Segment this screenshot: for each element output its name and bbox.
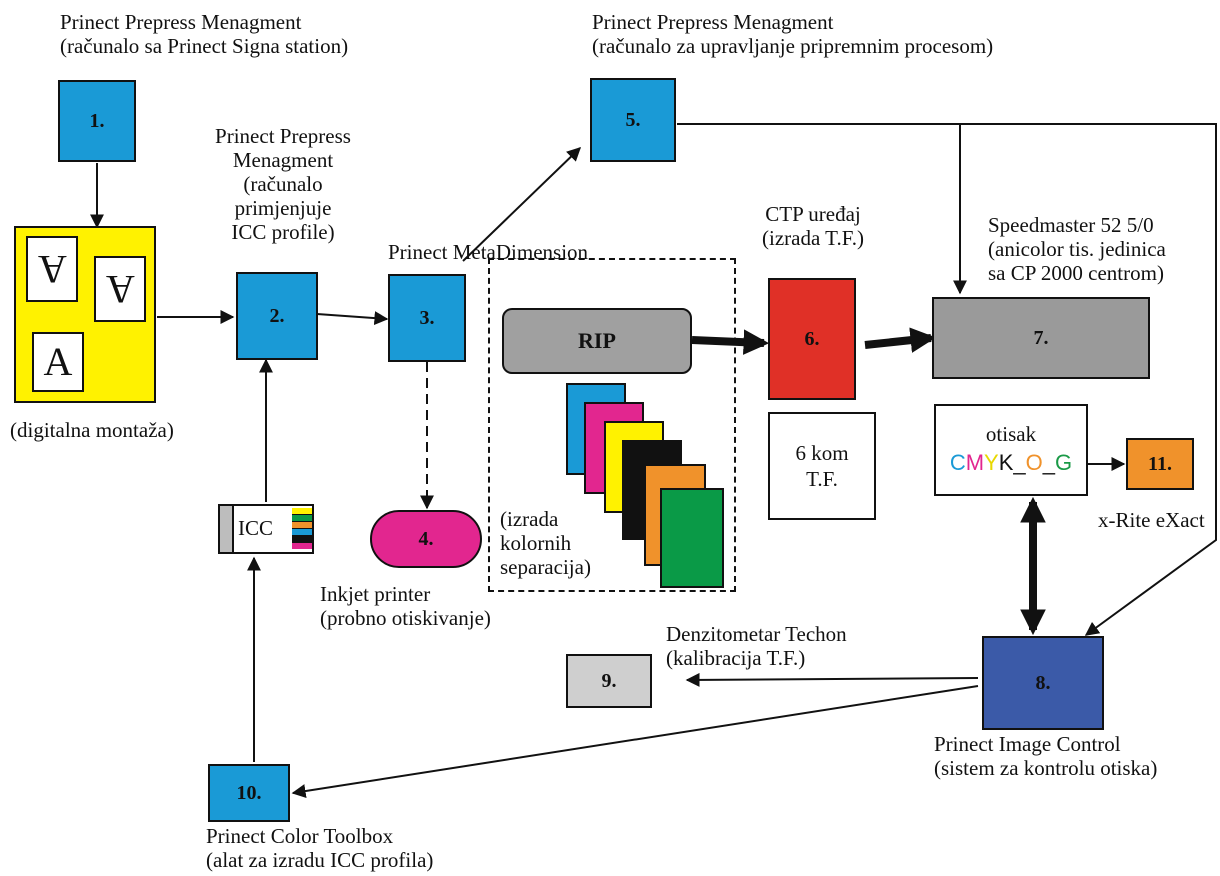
label-line: sa CP 2000 centrom) bbox=[988, 261, 1164, 285]
arrow-8-to-9 bbox=[685, 672, 979, 687]
label-line: Prinect Prepress Menagment bbox=[60, 10, 302, 34]
bar-green bbox=[292, 515, 312, 522]
rip-group-frame bbox=[488, 258, 736, 592]
node-7: 7. bbox=[932, 297, 1150, 379]
page-glyph: A bbox=[43, 339, 73, 384]
label-line: Denzitometar Techon bbox=[666, 622, 847, 646]
node-11: 11. bbox=[1126, 438, 1194, 490]
label-speedmaster: Speedmaster 52 5/0 (anicolor tis. jedini… bbox=[988, 213, 1166, 285]
label-line: (probno otiskivanje) bbox=[320, 606, 491, 630]
label-prepress-signa: Prinect Prepress Menagment (računalo sa … bbox=[60, 10, 348, 58]
bar-black bbox=[292, 536, 312, 543]
label-line: separacija) bbox=[500, 555, 591, 579]
cmyk-letter: C bbox=[949, 450, 966, 475]
page-flipped: A bbox=[94, 256, 146, 322]
label-prepress-management: Prinect Prepress Menagment (računalo za … bbox=[592, 10, 993, 58]
icc-label: ICC bbox=[238, 516, 274, 540]
label-line: (anicolor tis. jedinica bbox=[988, 237, 1166, 261]
label-densitometer: Denzitometar Techon (kalibracija T.F.) bbox=[666, 622, 847, 670]
cmyk-letter: _ bbox=[1013, 450, 1026, 475]
arrow-2-to-3 bbox=[316, 311, 389, 326]
cmyk-letter: M bbox=[965, 450, 985, 475]
cmyk-letter: _ bbox=[1042, 450, 1056, 475]
label-line: Menagment bbox=[232, 148, 334, 172]
label-line: (izrada T.F.) bbox=[762, 226, 864, 250]
label-line: CTP uređaj bbox=[765, 202, 861, 226]
label-line: primjenjuje bbox=[234, 196, 332, 220]
node-9: 9. bbox=[566, 654, 652, 708]
cmyk-letter: Y bbox=[984, 450, 999, 475]
cmyk-letter: K bbox=[998, 450, 1014, 475]
digital-montage-board: A A A bbox=[14, 226, 156, 403]
cmyk-letter: O bbox=[1025, 450, 1043, 475]
label-line: (sistem za kontrolu otiska) bbox=[934, 756, 1158, 780]
icc-color-bars bbox=[292, 508, 312, 549]
print-sample-title: otisak bbox=[985, 422, 1037, 446]
label-inkjet: Inkjet printer (probno otiskivanje) bbox=[320, 582, 491, 630]
node-6: 6. bbox=[768, 278, 856, 400]
node-4: 4. bbox=[370, 510, 482, 568]
thick-arrow-6-to-7 bbox=[864, 327, 937, 353]
arrow-5-to-8 bbox=[677, 123, 1217, 636]
label-digital-montage: (digitalna montaža) bbox=[10, 418, 174, 442]
page-glyph: A bbox=[105, 267, 135, 312]
label-line: Inkjet printer bbox=[320, 582, 431, 606]
label-line: (izrada bbox=[500, 507, 559, 531]
label-color-toolbox: Prinect Color Toolbox (alat za izradu IC… bbox=[206, 824, 433, 872]
bar-orange bbox=[292, 522, 312, 529]
page-glyph: A bbox=[37, 247, 67, 292]
label-xrite: x-Rite eXact bbox=[1098, 508, 1205, 532]
label-line: (računalo bbox=[243, 172, 323, 196]
bar-blue bbox=[292, 529, 312, 536]
node-2: 2. bbox=[236, 272, 318, 360]
label-image-control: Prinect Image Control (sistem za kontrol… bbox=[934, 732, 1157, 780]
label-line: ICC profile) bbox=[231, 220, 335, 244]
plates-unit: T.F. bbox=[806, 467, 838, 491]
arrow-3-to-5 bbox=[462, 147, 582, 262]
plates-count: 6 kom bbox=[795, 441, 849, 465]
node-8: 8. bbox=[982, 636, 1104, 730]
label-ctp: CTP uređaj (izrada T.F.) bbox=[748, 202, 878, 250]
label-line: Prinect Prepress bbox=[215, 124, 351, 148]
icc-card-stripe bbox=[220, 506, 234, 552]
label-line: (računalo sa Prinect Signa station) bbox=[60, 34, 349, 58]
label-line: Prinect Prepress Menagment bbox=[592, 10, 834, 34]
bar-yellow bbox=[292, 508, 312, 515]
label-line: (računalo za upravljanje pripremnim proc… bbox=[592, 34, 994, 58]
node-10: 10. bbox=[208, 764, 290, 822]
cmyk-control-strip: CMYK_O_G bbox=[936, 450, 1086, 476]
page-upright: A bbox=[32, 332, 84, 392]
label-line: Prinect Color Toolbox bbox=[206, 824, 394, 848]
thick-arrow-rip-to-6 bbox=[691, 329, 770, 355]
label-line: (kalibracija T.F.) bbox=[666, 646, 806, 670]
separation-green bbox=[660, 488, 724, 588]
node-3: 3. bbox=[388, 274, 466, 362]
page-flipped: A bbox=[26, 236, 78, 302]
label-line: Prinect Image Control bbox=[934, 732, 1121, 756]
print-sample-box: otisak CMYK_O_G bbox=[934, 404, 1088, 496]
node-5: 5. bbox=[590, 78, 676, 162]
node-1: 1. bbox=[58, 80, 136, 162]
rip-box: RIP bbox=[502, 308, 692, 374]
label-separations: (izrada kolornih separacija) bbox=[500, 507, 591, 579]
label-line: Speedmaster 52 5/0 bbox=[988, 213, 1154, 237]
label-prepress-icc: Prinect Prepress Menagment (računalo pri… bbox=[190, 124, 376, 244]
bar-magenta bbox=[292, 543, 312, 549]
icc-profile-card: ICC bbox=[218, 504, 314, 554]
label-line: kolornih bbox=[500, 531, 572, 555]
arrow-8-to-10 bbox=[291, 685, 979, 798]
plates-box: 6 kom T.F. bbox=[768, 412, 876, 520]
label-line: (alat za izradu ICC profila) bbox=[206, 848, 434, 872]
cmyk-letter: G bbox=[1055, 450, 1073, 475]
